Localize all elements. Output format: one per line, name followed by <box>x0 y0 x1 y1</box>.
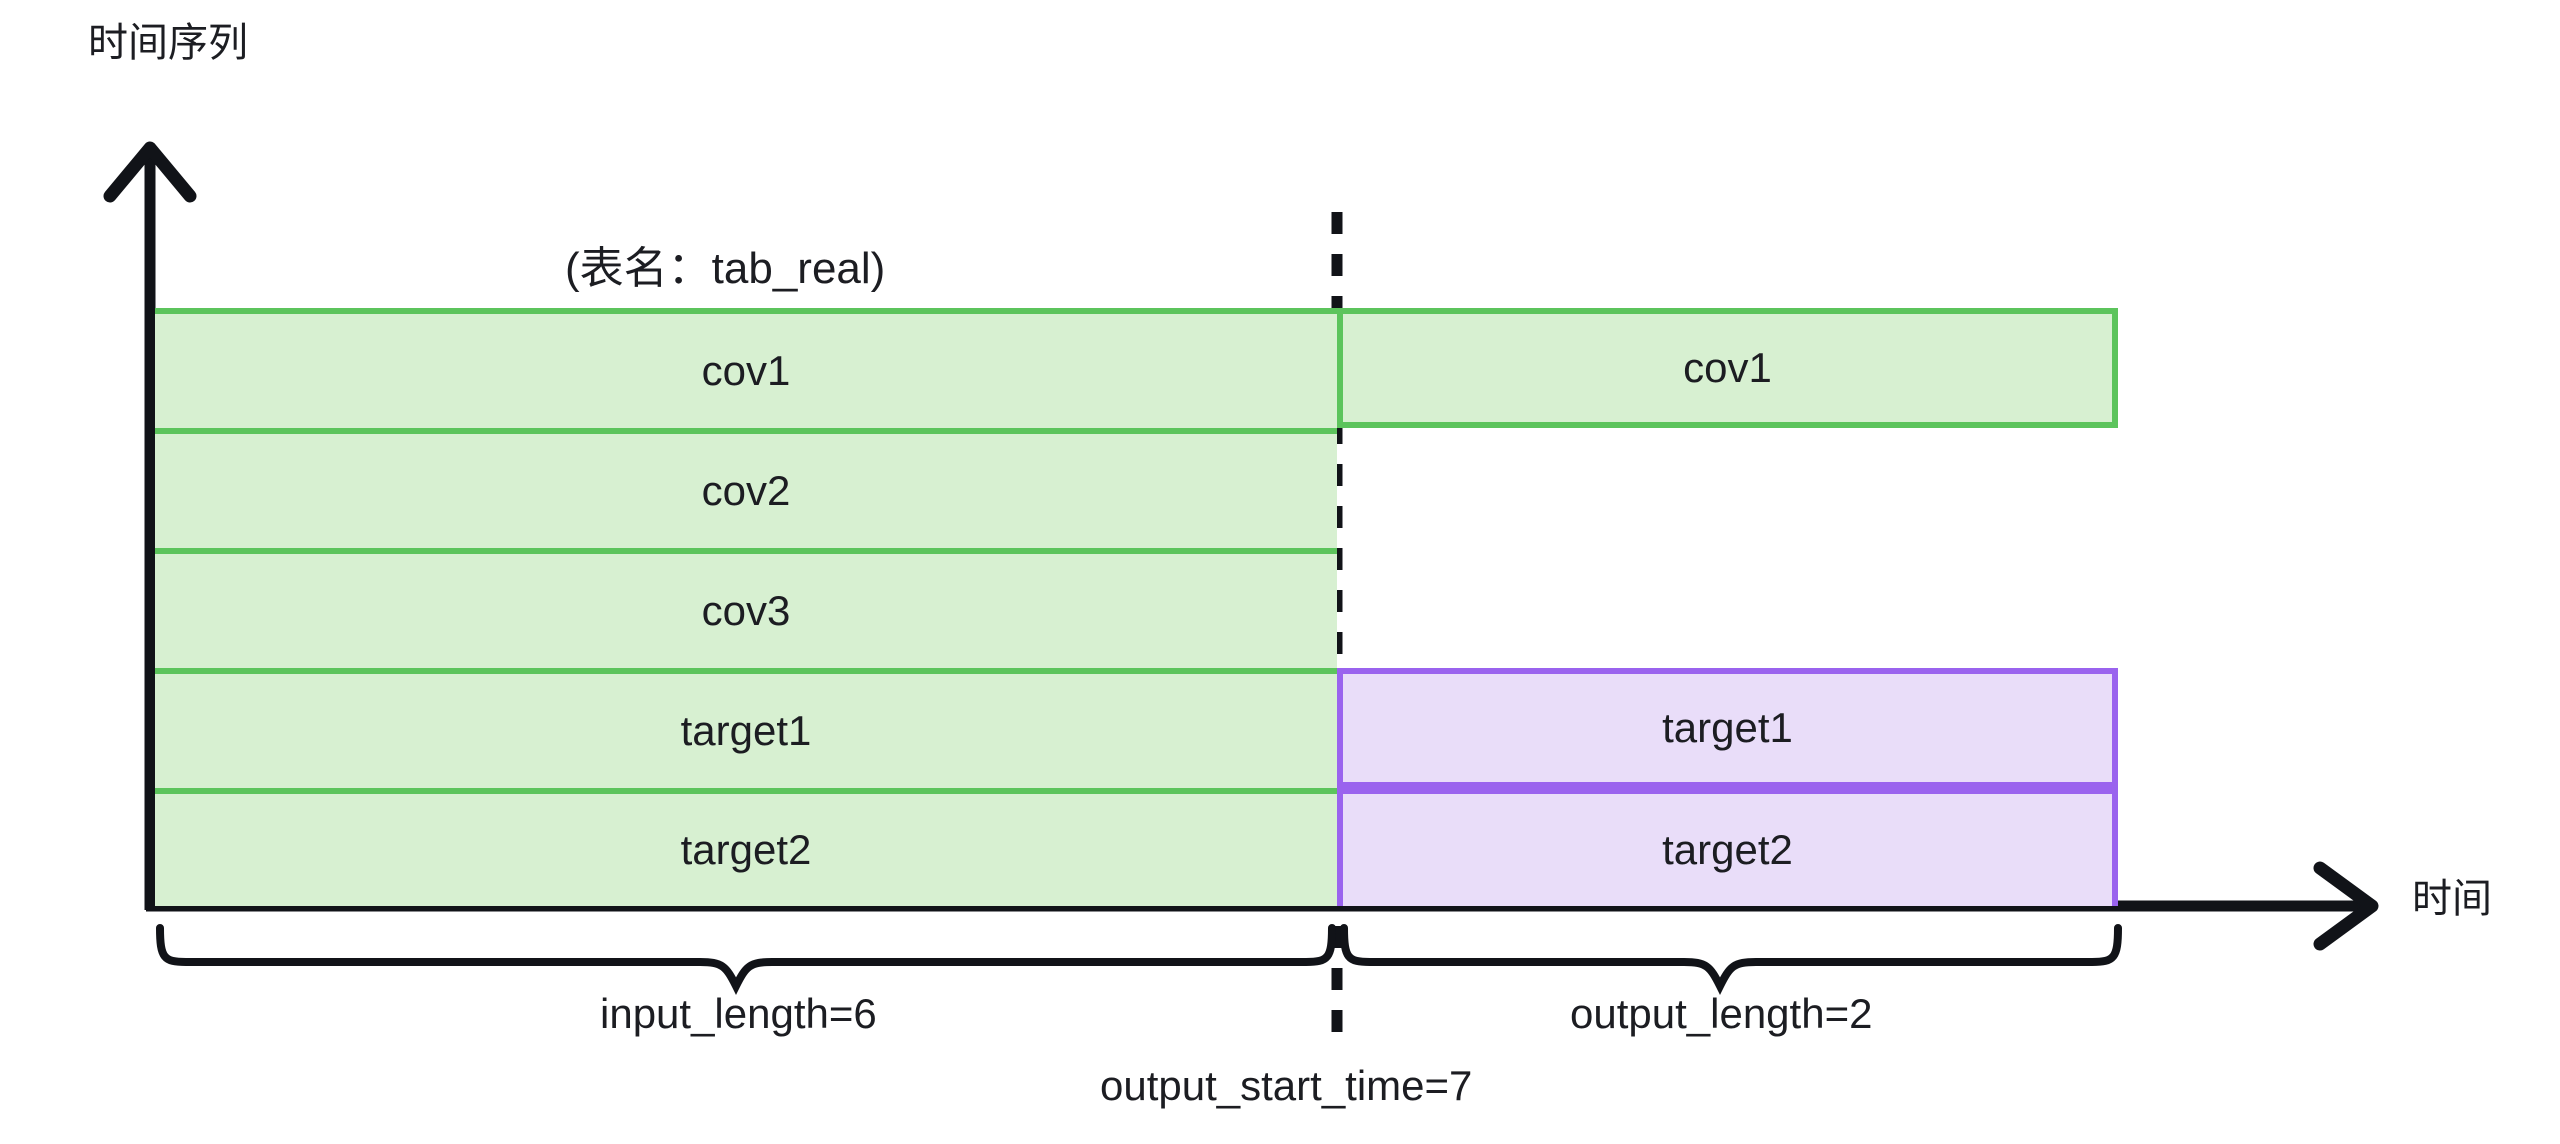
arrow-right-icon <box>2313 861 2379 951</box>
input-bar-target1: target1 <box>155 668 1337 788</box>
y-axis <box>103 141 197 910</box>
table-name-label: (表名：tab_real) <box>565 244 886 293</box>
output-bar-label: cov1 <box>1683 344 1772 391</box>
input-length-label: input_length=6 <box>600 990 877 1037</box>
output-bar-target2: target2 <box>1337 788 2118 906</box>
output-length-label: output_length=2 <box>1570 990 1873 1037</box>
input-bar-label: cov2 <box>701 467 791 514</box>
input-bar-label: cov1 <box>701 347 791 394</box>
input-bar-cov1: cov1 <box>155 308 1337 428</box>
input-bar-cov3: cov3 <box>155 548 1337 668</box>
input-bar-target2: target2 <box>155 788 1337 906</box>
x-axis-label: 时间 <box>2412 877 2492 921</box>
input-bar-label: target1 <box>680 707 812 754</box>
output-start-time-label: output_start_time=7 <box>1100 1062 1473 1109</box>
arrow-up-icon <box>103 141 197 203</box>
page-title: 时间序列 <box>88 21 248 65</box>
input-bar-label: target2 <box>680 826 812 873</box>
input-bar-label: cov3 <box>701 587 791 634</box>
output-length-brace <box>1340 924 2122 995</box>
input-length-brace <box>156 924 1336 995</box>
output-bar-label: target1 <box>1662 704 1793 751</box>
input-bar-cov2: cov2 <box>155 428 1337 548</box>
x-axis <box>146 861 2379 951</box>
output-bar-label: target2 <box>1662 826 1793 873</box>
output-bar-target1: target1 <box>1337 668 2118 788</box>
output-bar-cov1: cov1 <box>1337 308 2118 428</box>
